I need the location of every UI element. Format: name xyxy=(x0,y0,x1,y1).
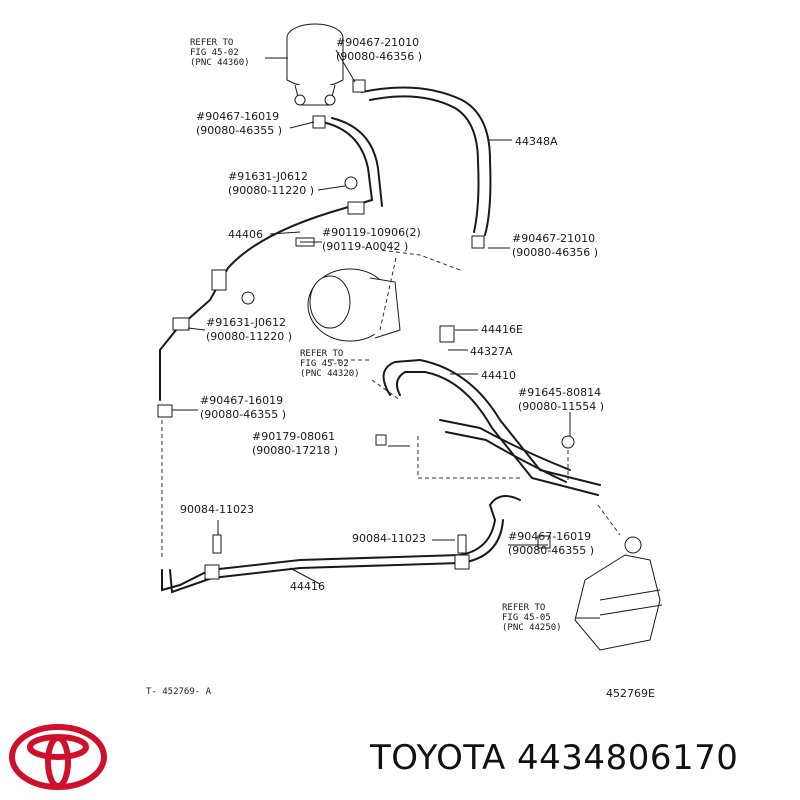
cooler-line-44416 xyxy=(161,495,521,594)
callout-c7: #90467-16019 (90080-46355 ) xyxy=(200,394,286,421)
leader-lines xyxy=(161,249,621,560)
callout-c2: #90467-16019 (90080-46355 ) xyxy=(196,110,282,137)
refer-bot-line3: (PNC 44250) xyxy=(502,623,562,633)
part-44406: 44406 xyxy=(228,228,263,241)
refer-top: REFER TO FIG 45-02 (PNC 44360) xyxy=(190,38,250,68)
callout-c3: #91631-J0612 (90080-11220 ) xyxy=(228,170,314,197)
callout-c9: #91645-80814 (90080-11554 ) xyxy=(518,386,604,413)
reservoir-tank xyxy=(286,23,344,106)
power-steering-pump xyxy=(307,268,401,342)
c1-line1: #90467-21010 xyxy=(336,36,419,49)
footer-right-code: 452769E xyxy=(606,687,655,700)
part-44410: 44410 xyxy=(481,369,516,382)
refer-mid-line3: (PNC 44320) xyxy=(300,369,360,379)
callout-c6: #91631-J0612 (90080-11220 ) xyxy=(206,316,292,343)
part-44416: 44416 xyxy=(290,580,325,593)
c1-line2: (90080-46356 ) xyxy=(336,50,422,63)
steering-gear xyxy=(574,536,663,651)
callout-c4: #90119-10906(2) (90119-A0042 ) xyxy=(322,226,421,253)
c8-line1: #90179-08061 xyxy=(252,430,335,443)
c5-line2: (90080-46356 ) xyxy=(512,246,598,259)
callout-c8: #90179-08061 (90080-17218 ) xyxy=(252,430,338,457)
part-90084-mid: 90084-11023 xyxy=(352,532,426,545)
part-44416E: 44416E xyxy=(481,323,523,336)
c2-line2: (90080-46355 ) xyxy=(196,124,282,137)
part-44348A: 44348A xyxy=(515,135,558,148)
return-hose-44348A xyxy=(361,86,492,236)
refer-top-line1: REFER TO xyxy=(190,38,233,48)
c3-line2: (90080-11220 ) xyxy=(228,184,314,197)
callout-c5: #90467-21010 (90080-46356 ) xyxy=(512,232,598,259)
c2-line1: #90467-16019 xyxy=(196,110,279,123)
c7-line2: (90080-46355 ) xyxy=(200,408,286,421)
c3-line1: #91631-J0612 xyxy=(228,170,308,183)
c5-line1: #90467-21010 xyxy=(512,232,595,245)
callout-c10: #90467-16019 (90080-46355 ) xyxy=(508,530,594,557)
c6-line1: #91631-J0612 xyxy=(206,316,286,329)
toyota-logo-icon xyxy=(9,724,107,790)
callout-c1: #90467-21010 (90080-46356 ) xyxy=(336,36,422,63)
c10-line2: (90080-46355 ) xyxy=(508,544,594,557)
refer-bot: REFER TO FIG 45-05 (PNC 44250) xyxy=(502,603,562,633)
footer-left-code: T- 452769- A xyxy=(146,687,212,697)
refer-mid-line1: REFER TO xyxy=(300,349,343,359)
pressure-line-44410 xyxy=(382,358,601,496)
hose-44406 xyxy=(159,117,383,401)
refer-bot-line2: FIG 45-05 xyxy=(502,613,551,623)
c4-line2: (90119-A0042 ) xyxy=(322,240,408,253)
callout-leaders xyxy=(172,49,600,619)
part-44327A: 44327A xyxy=(470,345,513,358)
c6-line2: (90080-11220 ) xyxy=(206,330,292,343)
c9-line2: (90080-11554 ) xyxy=(518,400,604,413)
part-90084-left: 90084-11023 xyxy=(180,503,254,516)
c9-line1: #91645-80814 xyxy=(518,386,601,399)
brand-caption: TOYOTA 4434806170 xyxy=(370,738,739,778)
refer-top-line3: (PNC 44360) xyxy=(190,58,250,68)
c10-line1: #90467-16019 xyxy=(508,530,591,543)
refer-mid-line2: FIG 45-02 xyxy=(300,359,349,369)
c7-line1: #90467-16019 xyxy=(200,394,283,407)
refer-mid: REFER TO FIG 45-02 (PNC 44320) xyxy=(300,349,360,379)
c4-line1: #90119-10906(2) xyxy=(322,226,421,239)
c8-line2: (90080-17218 ) xyxy=(252,444,338,457)
refer-top-line2: FIG 45-02 xyxy=(190,48,239,58)
refer-bot-line1: REFER TO xyxy=(502,603,545,613)
